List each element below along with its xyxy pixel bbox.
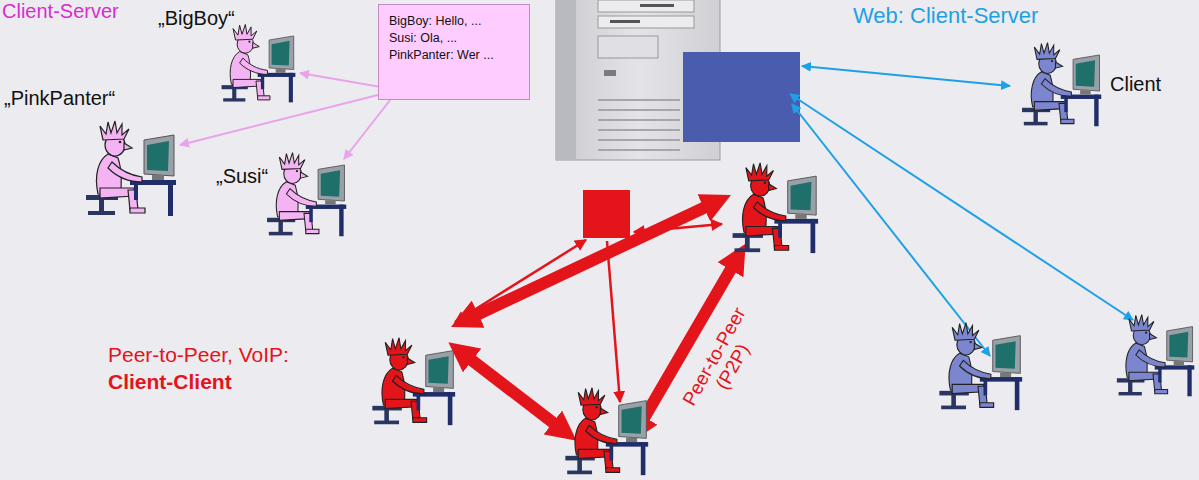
user-name: „PinkPanter“ [4, 86, 115, 110]
section-label: Client-Client [108, 370, 232, 394]
web-arrow [792, 104, 990, 356]
chat-line: Susi: Ola, ... [389, 30, 457, 47]
power-button [604, 70, 616, 76]
chat-user-figure [267, 153, 346, 237]
web-client-figure [1022, 43, 1101, 127]
peer-figure [565, 388, 648, 475]
chat-user-figure [222, 24, 296, 102]
chat-line: BigBoy: Hello, ... [389, 13, 481, 30]
drive-bay [598, 16, 694, 28]
section-label: Peer-to-Peer, VoIP: [108, 343, 289, 367]
chat-user-figure [86, 121, 176, 216]
drive-bay [598, 0, 694, 12]
p2p-arrow [470, 204, 712, 318]
web-arrow [802, 66, 1010, 86]
server-side [556, 0, 576, 160]
chat-message-box: BigBoy: Hello, ...Susi: Ola, ...PinkPant… [378, 4, 530, 100]
user-name-node: „PinkPanter“ [4, 86, 180, 216]
p2p-arrow [607, 241, 620, 402]
web-client-figure [1117, 315, 1194, 397]
section-label: Client-Server [2, 0, 119, 23]
peer-figure [733, 163, 819, 253]
p2p-index-box [583, 190, 630, 238]
p2p-arrow [465, 355, 560, 428]
user-name-node: „BigBoy“ [158, 6, 300, 102]
user-name-node: „Susi“ [214, 150, 344, 242]
user-name: „BigBoy“ [158, 6, 235, 30]
rotated-label: Peer-to-Peer (P2P) [674, 294, 775, 430]
section-label: Web: Client-Server [853, 3, 1038, 29]
drive-slot [640, 4, 674, 7]
user-name-node: Client [1012, 40, 1180, 132]
user-name: Client [1110, 72, 1161, 96]
chat-line: PinkPanter: Wer ... [389, 47, 494, 64]
drive-slot [610, 20, 640, 23]
drive-bay [598, 36, 658, 58]
chat-arrow [344, 100, 390, 159]
user-name: „Susi“ [216, 164, 268, 188]
chat-arrow [180, 95, 378, 145]
web-server-box [683, 52, 800, 142]
web-arrow [790, 94, 1133, 320]
peer-figure [372, 338, 455, 425]
web-arrows [790, 66, 1133, 356]
people [86, 24, 1194, 475]
vent-lines [598, 100, 680, 150]
web-client-figure [939, 323, 1022, 410]
chat-arrow [300, 73, 378, 86]
